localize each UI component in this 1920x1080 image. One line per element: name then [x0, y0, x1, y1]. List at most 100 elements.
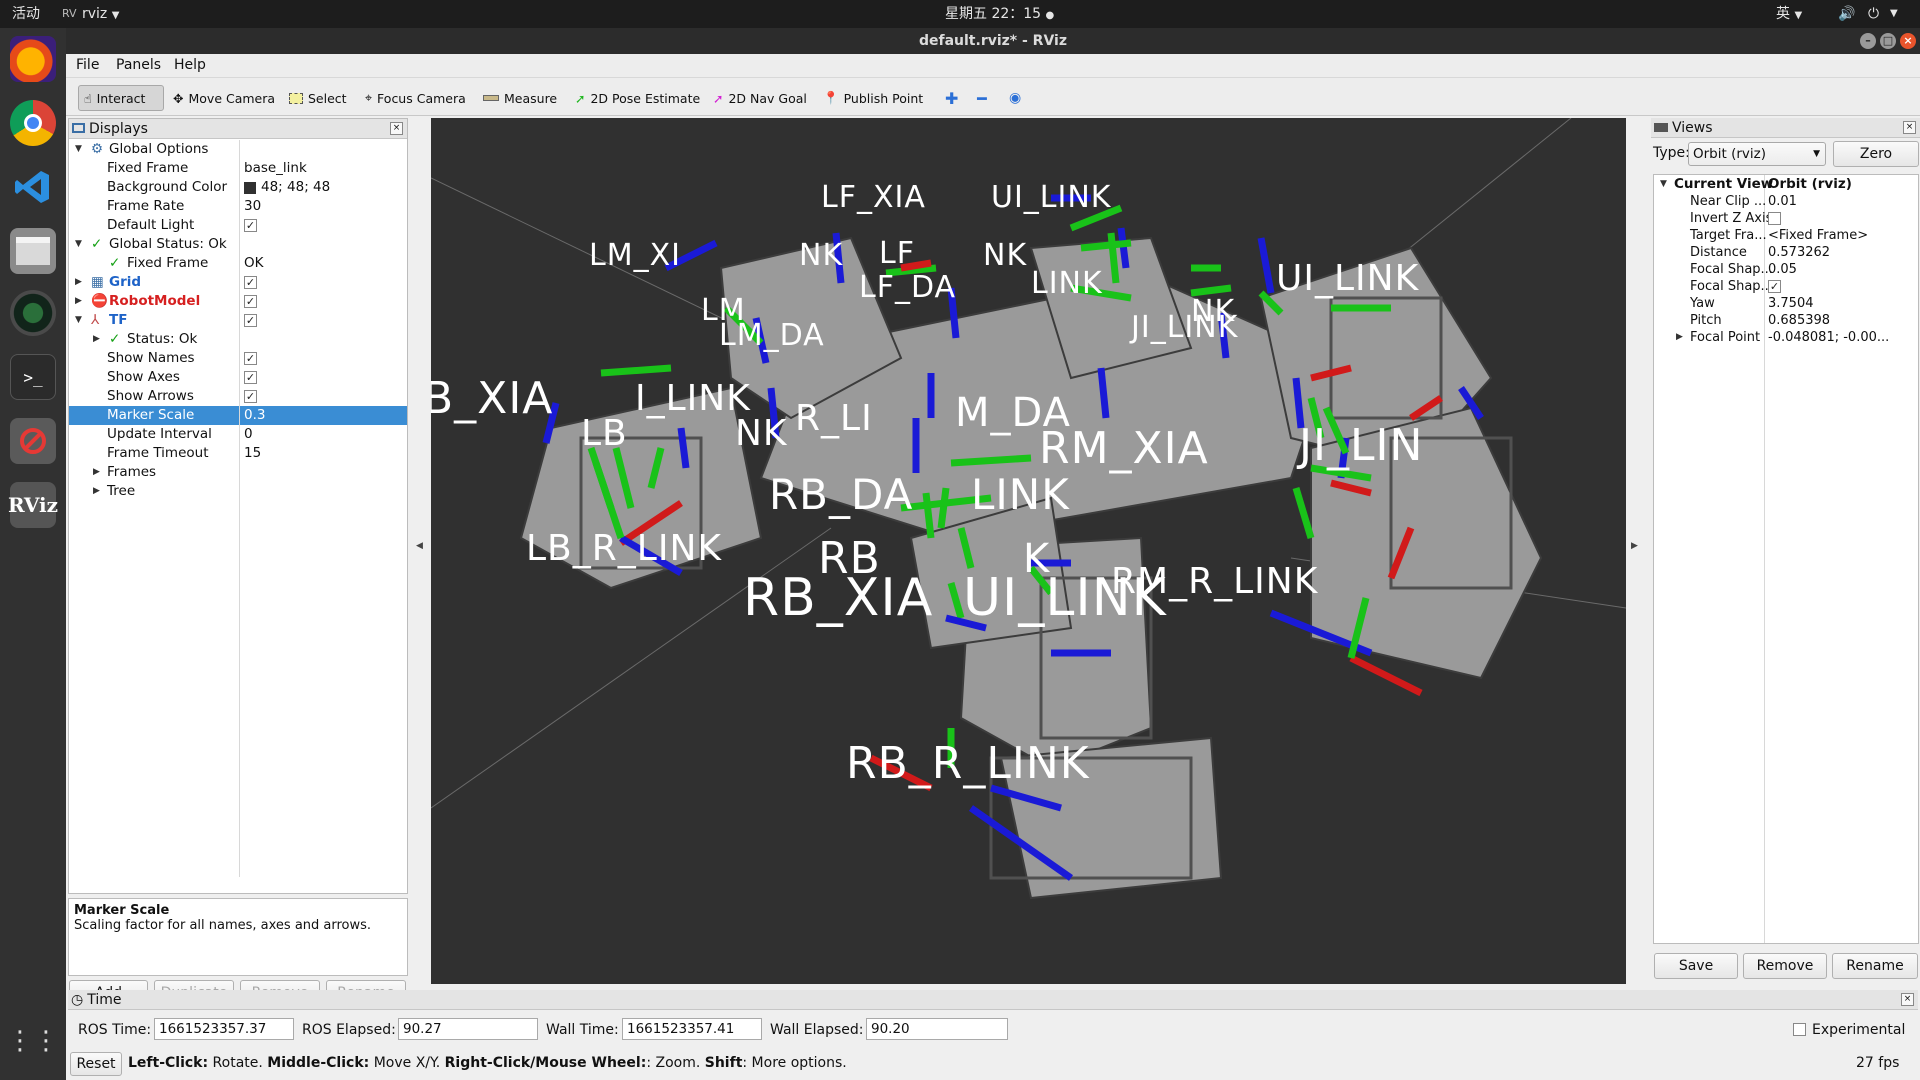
measure-tool[interactable]: Measure [478, 85, 562, 111]
experimental-checkbox[interactable] [1793, 1023, 1806, 1036]
save-view-button[interactable]: Save [1654, 953, 1738, 979]
tool-properties-icon[interactable]: ◉ [1009, 90, 1022, 106]
collapse-left-icon[interactable]: ◀ [416, 541, 423, 551]
tree-row-tree[interactable]: ▶Tree [69, 482, 407, 501]
menu-file[interactable]: File [76, 57, 100, 73]
row-value[interactable]: 0.05 [1768, 262, 1797, 277]
row-value[interactable]: -0.048081; -0.00... [1768, 330, 1890, 345]
row-value[interactable]: 0 [244, 426, 253, 442]
checkbox[interactable]: ✓ [244, 371, 257, 384]
column-divider[interactable] [1764, 175, 1765, 943]
collapse-right-icon[interactable]: ▶ [1631, 541, 1638, 551]
interact-tool[interactable]: ☝Interact [78, 85, 164, 111]
volume-icon[interactable]: 🔊 [1838, 6, 1856, 22]
view-row[interactable]: Focal Shap...0.05 [1654, 260, 1918, 279]
checkbox[interactable]: ✓ [244, 276, 257, 289]
add-tool-icon[interactable]: ✚ [945, 88, 959, 108]
app-menu[interactable]: rviz ▼ [82, 0, 119, 30]
blocked-app-icon[interactable] [10, 418, 56, 464]
show-apps-icon[interactable]: ⋮⋮ [7, 1026, 59, 1056]
input-method-menu[interactable]: 英 ▼ [1776, 0, 1802, 30]
firefox-icon[interactable] [10, 36, 56, 82]
power-icon[interactable]: ⏻ [1868, 6, 1880, 22]
wall-time-field[interactable]: 1661523357.41 [622, 1018, 762, 1040]
tree-row-tf[interactable]: ▼⅄TF✓ [69, 311, 407, 330]
tree-row-default-light[interactable]: Default Light✓ [69, 216, 407, 235]
row-value[interactable]: 0.3 [244, 407, 266, 423]
remove-view-button[interactable]: Remove [1743, 953, 1827, 979]
tree-row-show-axes[interactable]: Show Axes✓ [69, 368, 407, 387]
vscode-icon[interactable] [10, 164, 56, 210]
row-value[interactable]: 0.573262 [1768, 245, 1831, 260]
row-value[interactable]: 15 [244, 445, 262, 461]
activities-button[interactable]: 活动 [12, 6, 40, 22]
move-camera-tool[interactable]: ✥Move Camera [168, 85, 280, 111]
minimize-icon[interactable]: – [1860, 33, 1876, 49]
close-panel-icon[interactable]: × [1903, 121, 1916, 134]
row-value[interactable]: 0.01 [1768, 194, 1797, 209]
row-value[interactable]: 3.7504 [1768, 296, 1814, 311]
zero-button[interactable]: Zero [1833, 141, 1919, 167]
row-value[interactable]: 0.685398 [1768, 313, 1831, 328]
row-value[interactable]: <Fixed Frame> [1768, 228, 1869, 243]
view-row[interactable]: Invert Z Axis [1654, 209, 1918, 228]
checkbox[interactable]: ✓ [1768, 280, 1781, 293]
view-row[interactable]: ▶Focal Point-0.048081; -0.00... [1654, 328, 1918, 347]
checkbox[interactable]: ✓ [244, 219, 257, 232]
chrome-icon[interactable] [10, 100, 56, 146]
clock[interactable]: 星期五 22：15 ● [945, 0, 1054, 30]
remove-tool-icon[interactable]: ━ [977, 88, 987, 108]
view-row[interactable]: Target Fra...<Fixed Frame> [1654, 226, 1918, 245]
select-tool[interactable]: Select [284, 85, 352, 111]
tree-row-global-options[interactable]: ▼⚙Global Options [69, 140, 407, 159]
focus-camera-tool[interactable]: ⌖Focus Camera [360, 85, 471, 111]
tree-row-tf-status[interactable]: ▶✓Status: Ok [69, 330, 407, 349]
column-divider[interactable] [239, 140, 240, 877]
close-panel-icon[interactable]: × [1901, 993, 1914, 1006]
tree-row-grid[interactable]: ▶▦Grid✓ [69, 273, 407, 292]
tree-row-frames[interactable]: ▶Frames [69, 463, 407, 482]
3d-render-viewport[interactable]: LF_XIA UI_LINK LM_XI NK LF NK LF_DA LINK… [431, 118, 1626, 984]
view-type-select[interactable]: Orbit (rviz)▼ [1688, 142, 1826, 166]
publish-point-tool[interactable]: 📍Publish Point [818, 85, 928, 111]
maximize-icon[interactable]: □ [1880, 33, 1896, 49]
close-panel-icon[interactable]: × [390, 122, 403, 135]
rviz-dock-icon[interactable]: RViz [8, 482, 58, 528]
close-icon[interactable]: × [1900, 33, 1916, 49]
ros-time-field[interactable]: 1661523357.37 [154, 1018, 294, 1040]
ros-elapsed-field[interactable]: 90.27 [398, 1018, 538, 1040]
menu-panels[interactable]: Panels [116, 57, 162, 73]
wall-elapsed-field[interactable]: 90.20 [866, 1018, 1008, 1040]
checkbox[interactable]: ✓ [244, 352, 257, 365]
tree-row-show-names[interactable]: Show Names✓ [69, 349, 407, 368]
view-row[interactable]: Near Clip ...0.01 [1654, 192, 1918, 211]
checkbox[interactable] [1768, 212, 1781, 225]
reset-button[interactable]: Reset [70, 1052, 122, 1076]
chevron-down-icon[interactable]: ▼ [1890, 8, 1898, 19]
terminal-icon[interactable]: >_ [10, 354, 56, 400]
row-value[interactable]: base_link [244, 160, 307, 176]
file-manager-icon[interactable] [10, 228, 56, 274]
rename-view-button[interactable]: Rename [1832, 953, 1918, 979]
checkbox[interactable]: ✓ [244, 295, 257, 308]
row-value[interactable]: 48; 48; 48 [261, 179, 331, 195]
menu-help[interactable]: Help [174, 57, 206, 73]
tree-row-global-status[interactable]: ▼✓Global Status: Ok [69, 235, 407, 254]
checkbox[interactable]: ✓ [244, 314, 257, 327]
row-value[interactable]: 30 [244, 198, 262, 214]
view-row[interactable]: Focal Shap...✓ [1654, 277, 1918, 296]
checkbox[interactable]: ✓ [244, 390, 257, 403]
camera-app-icon[interactable] [10, 290, 56, 336]
tree-row-show-arrows[interactable]: Show Arrows✓ [69, 387, 407, 406]
